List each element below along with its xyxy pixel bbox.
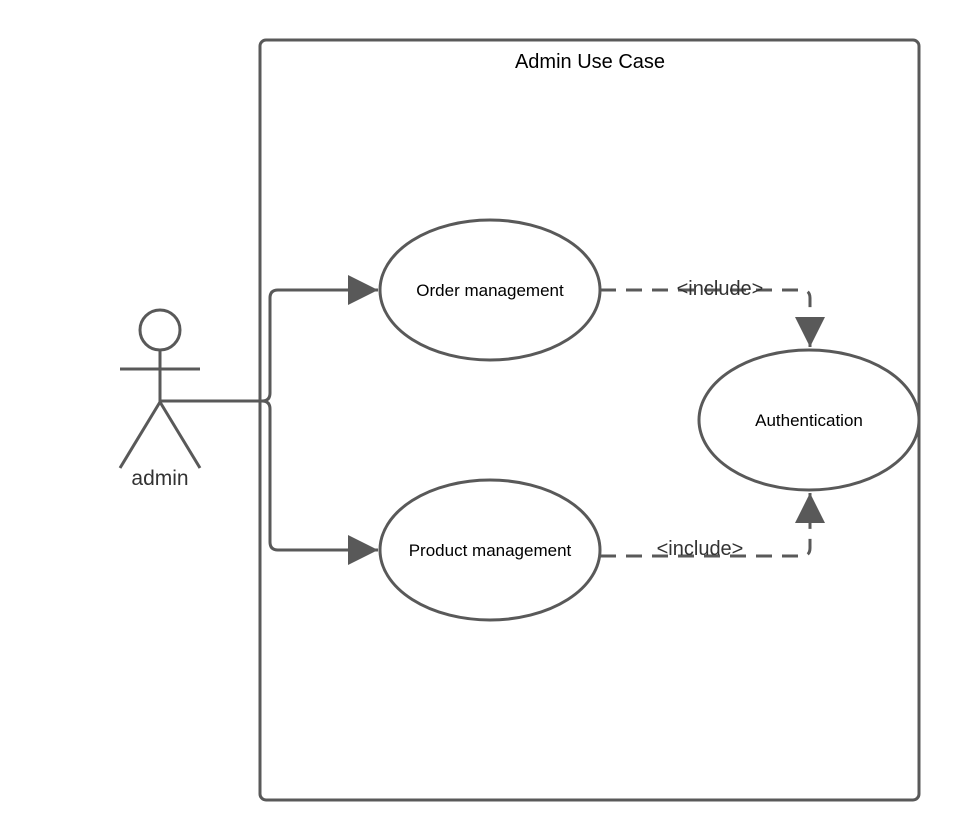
actor-label: admin — [131, 467, 188, 490]
usecase-order-management[interactable]: Order management — [378, 218, 602, 362]
usecase-auth-label: Authentication — [755, 411, 863, 430]
actor-head — [138, 308, 182, 352]
usecase-auth-shape — [697, 348, 921, 492]
actor-admin[interactable]: admin — [118, 308, 202, 490]
usecase-product-shape — [378, 478, 602, 622]
usecase-product-management[interactable]: Product management — [378, 478, 602, 622]
usecase-product-label: Product management — [409, 541, 572, 560]
include-product-auth — [600, 493, 825, 558]
association-order — [160, 275, 378, 403]
actor-left-leg — [118, 401, 162, 469]
actor-right-leg — [158, 401, 202, 469]
system-title: Admin Use Case — [515, 51, 665, 73]
association-product — [160, 399, 378, 565]
usecase-order-label: Order management — [416, 281, 564, 300]
include-order-label: <include> — [677, 278, 764, 300]
include-order-auth — [600, 288, 825, 347]
include-product-label: <include> — [657, 538, 744, 560]
usecase-authentication[interactable]: Authentication — [697, 348, 921, 492]
